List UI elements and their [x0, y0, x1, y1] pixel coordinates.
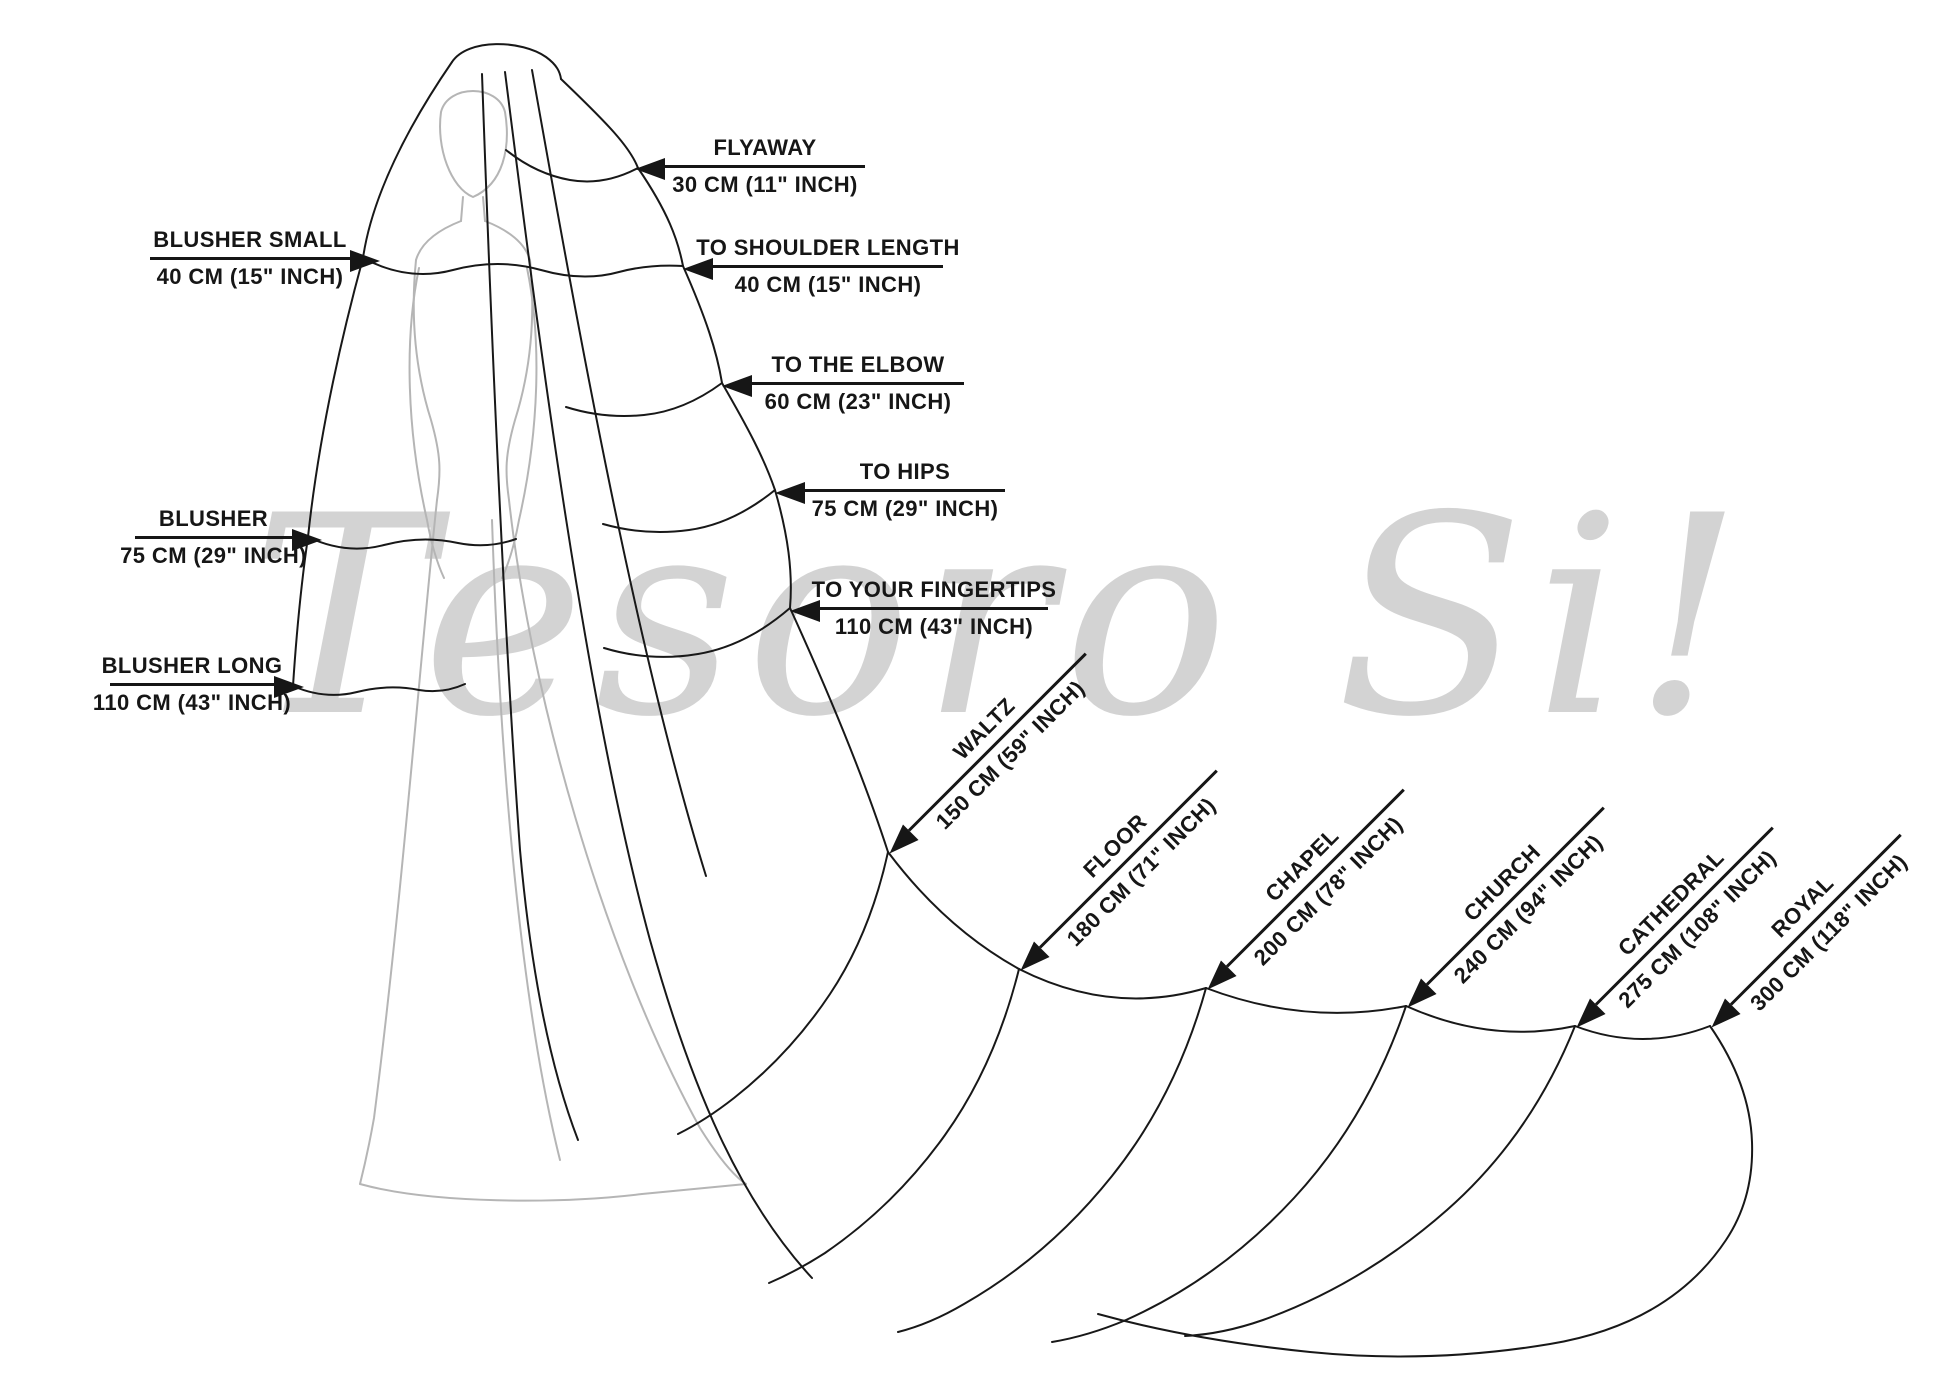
veil-length-measure: 110 CM (43" INCH): [92, 690, 292, 715]
pointer-line: [635, 158, 865, 180]
veil-hem-elbow: [565, 382, 723, 417]
figure-arms: [408, 267, 538, 579]
veil-length-name: TO YOUR FINGERTIPS: [811, 577, 1057, 602]
veil-hem-blusher: [307, 536, 517, 550]
figure-skirt-fold: [491, 519, 561, 1161]
label-to-your-fingertips: TO YOUR FINGERTIPS 110 CM (43" INCH): [790, 577, 1056, 640]
arrow-left-icon: [775, 482, 805, 504]
label-to-shoulder-length: TO SHOULDER LENGTH 40 CM (15" INCH): [683, 235, 959, 298]
arrow-right-icon: [274, 676, 304, 698]
arrow-right-icon: [350, 250, 380, 272]
veil-length-name: BLUSHER SMALL: [153, 227, 347, 252]
veil-length-name: TO SHOULDER LENGTH: [696, 235, 960, 260]
veil-length-name: BLUSHER: [158, 506, 269, 531]
veil-fold-2: [531, 69, 707, 877]
label-to-hips: TO HIPS 75 CM (29" INCH): [775, 459, 1005, 522]
veil-length-name: BLUSHER LONG: [101, 653, 283, 678]
veil-hem-fingertips: [603, 607, 791, 658]
figure-head: [439, 90, 508, 198]
veil-edge-floor-chapel: [1018, 968, 1207, 1000]
label-to-the-elbow: TO THE ELBOW 60 CM (23" INCH): [722, 352, 964, 415]
pointer-line: [150, 250, 380, 272]
pointer-line: [790, 600, 1048, 622]
veil-hem-flyaway: [505, 149, 639, 183]
label-blusher-long: BLUSHER LONG 110 CM (43" INCH): [93, 653, 304, 716]
veil-edge-church-cathedral: [1405, 1005, 1576, 1033]
veil-front-edge: [292, 61, 453, 687]
veil-length-measure: 75 CM (29" INCH): [811, 496, 999, 521]
veil-length-measure: 40 CM (15" INCH): [734, 272, 922, 297]
veil-hem-hips: [602, 489, 776, 533]
veil-length-name: FLYAWAY: [713, 135, 817, 160]
veil-length-name: TO THE ELBOW: [771, 352, 945, 377]
pointer-line: [683, 258, 943, 280]
label-flyaway: FLYAWAY 30 CM (11" INCH): [635, 135, 865, 198]
veil-length-measure: 60 CM (23" INCH): [764, 389, 952, 414]
veil-outline: [292, 43, 1754, 1358]
veil-length-measure: 110 CM (43" INCH): [834, 614, 1034, 639]
pointer-line: [722, 375, 964, 397]
veil-edge-waltz-floor: [887, 851, 1020, 970]
veil-length-measure: 75 CM (29" INCH): [120, 543, 307, 568]
veil-hem-blusher-long: [292, 683, 466, 696]
figure-torso: [412, 259, 534, 501]
arrow-left-icon: [722, 375, 752, 397]
veil-edge-chapel-church: [1205, 987, 1407, 1014]
pointer-line: [110, 676, 304, 698]
arrow-left-icon: [790, 600, 820, 622]
arrow-right-icon: [292, 529, 322, 551]
veil-hem-floor: [768, 968, 1020, 1284]
veil-hem-waltz: [677, 851, 889, 1135]
figure-shoulders: [415, 220, 531, 261]
veil-crown: [451, 43, 562, 80]
pointer-line: [775, 482, 1005, 504]
arrow-left-icon: [683, 258, 713, 280]
label-blusher: BLUSHER 75 CM (29" INCH): [120, 506, 322, 569]
veil-hem-royal: [1097, 1025, 1754, 1358]
arrow-left-icon: [635, 158, 665, 180]
bride-figure: [359, 90, 747, 1202]
veil-length-name: TO HIPS: [859, 459, 951, 484]
veil-length-measure: 40 CM (15" INCH): [156, 264, 344, 289]
veil-hem-church: [1051, 1005, 1407, 1343]
pointer-line: [135, 529, 322, 551]
veil-hem-shoulder: [362, 257, 684, 278]
figure-neck: [460, 196, 486, 222]
veil-hem-cathedral: [1184, 1025, 1576, 1337]
veil-fold-3: [481, 73, 579, 1141]
veil-edge-cathedral-royal: [1574, 1025, 1711, 1040]
veil-fold-1: [504, 71, 813, 1279]
label-blusher-small: BLUSHER SMALL 40 CM (15" INCH): [150, 227, 380, 290]
veil-hem-chapel: [897, 987, 1207, 1333]
figure-skirt: [359, 499, 747, 1185]
veil-length-measure: 30 CM (11" INCH): [672, 172, 858, 197]
figure-skirt-hem: [359, 1183, 747, 1202]
